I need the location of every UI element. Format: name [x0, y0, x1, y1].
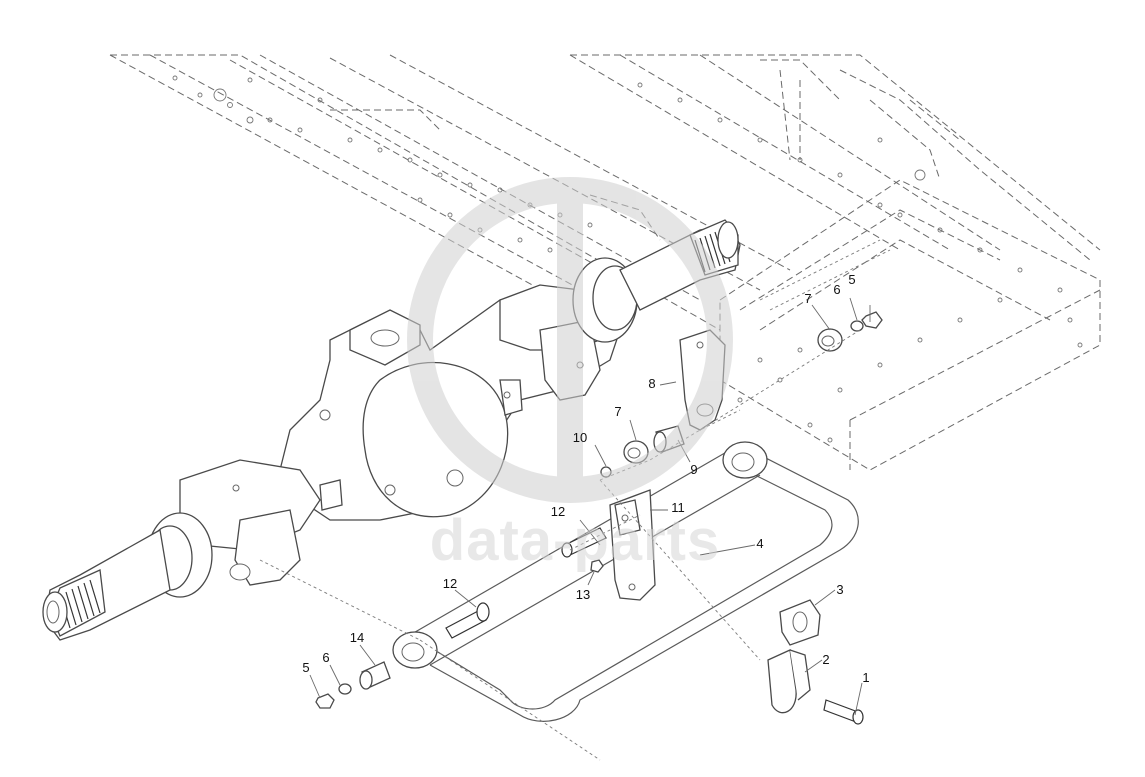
callout-10: 10	[573, 430, 587, 445]
callout-6-lower: 6	[322, 650, 329, 665]
callout-6-upper: 6	[833, 282, 840, 297]
callout-11: 11	[671, 500, 685, 515]
watermark: data-parts	[407, 177, 733, 573]
axle-housing	[42, 219, 741, 641]
bracket-part-11	[609, 489, 656, 601]
callout-1: 1	[862, 670, 869, 685]
callout-8: 8	[648, 376, 655, 391]
callout-7-upper: 7	[804, 291, 811, 306]
callout-14: 14	[350, 630, 364, 645]
callout-3: 3	[836, 582, 843, 597]
callout-9: 9	[690, 462, 697, 477]
callout-labels: 1 2 3 4 5 5 6 6 7 7 8 9 10 11 12 12 13 1…	[302, 272, 869, 685]
callout-13: 13	[576, 587, 590, 602]
callout-12-lower: 12	[443, 576, 457, 591]
stabilizer-bar	[392, 441, 859, 722]
watermark-text: data-parts	[430, 508, 720, 573]
callout-12-middle: 12	[551, 504, 565, 519]
callout-2: 2	[822, 652, 829, 667]
callout-5-upper: 5	[848, 272, 855, 287]
callout-7-lower: 7	[614, 404, 621, 419]
fastener-parts	[315, 311, 883, 725]
callout-5-lower: 5	[302, 660, 309, 675]
callout-4: 4	[756, 536, 763, 551]
